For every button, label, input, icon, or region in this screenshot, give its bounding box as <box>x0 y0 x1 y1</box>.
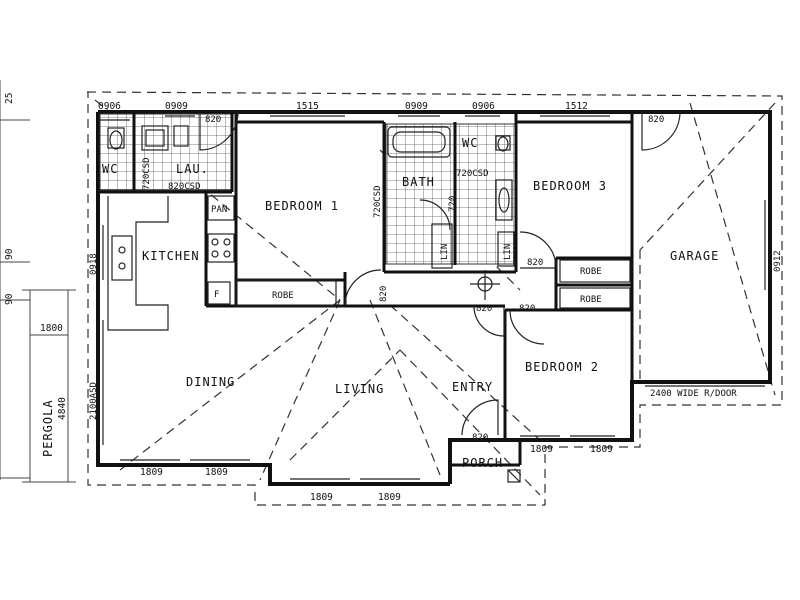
dim-csd-720-wc2: 720CSD <box>456 169 489 179</box>
label-fridge: F <box>214 290 219 300</box>
dim-bot-1809-e: 1809 <box>530 444 553 455</box>
dim-csd-720-bath: 720CSD <box>373 185 383 218</box>
label-entry: ENTRY <box>452 380 493 394</box>
dim-csd-720-a: 720CSD <box>142 157 152 190</box>
pergola-dimension-frame <box>0 80 76 483</box>
room-labels: WC LAU. KITCHEN PAN F BEDROOM 1 ROBE BAT… <box>41 136 719 470</box>
dim-pergola-1800: 1800 <box>40 323 63 334</box>
dim-csd-820-lau: 820CSD <box>168 182 201 192</box>
label-pantry: PAN <box>211 205 227 215</box>
label-bedroom-1: BEDROOM 1 <box>265 199 339 213</box>
dim-door-820-entry: 820 <box>472 433 488 443</box>
label-porch: PORCH <box>462 456 503 470</box>
label-linen-1: LIN <box>440 244 450 260</box>
kitchen-bench <box>107 195 235 331</box>
dim-bot-1809-b: 1809 <box>205 467 228 478</box>
exterior-walls <box>96 110 772 486</box>
roof-outline <box>86 91 783 506</box>
windows <box>100 115 766 480</box>
dimension-labels: 0906 0909 1515 0909 0906 1512 820 820 72… <box>4 93 783 503</box>
label-robe-1: ROBE <box>272 291 294 301</box>
dim-win-0918: 0918 <box>89 253 99 275</box>
dim-edge-25: 25 <box>4 93 15 104</box>
laundry-wc-tiles <box>99 113 233 191</box>
dim-door-820-garage: 820 <box>648 115 664 125</box>
dim-top-1512: 1512 <box>565 101 588 112</box>
dim-door-820-wc: 820 <box>205 115 221 125</box>
dim-door-820-b2: 820 <box>519 304 535 314</box>
label-bedroom-3: BEDROOM 3 <box>533 179 607 193</box>
dim-win-0912: 0912 <box>773 250 783 272</box>
label-wc-2: WC <box>462 136 478 150</box>
dim-top-0909-a: 0909 <box>165 101 188 112</box>
dim-bath-720: 720 <box>448 196 458 212</box>
dim-bot-1809-a: 1809 <box>140 467 163 478</box>
dim-pergola-4840: 4840 <box>57 397 68 420</box>
dim-top-0906-b: 0906 <box>472 101 495 112</box>
dim-top-0906-a: 0906 <box>98 101 121 112</box>
dim-door-820-hall: 820 <box>476 304 492 314</box>
dim-bot-1809-d: 1809 <box>378 492 401 503</box>
dim-edge-90-a: 90 <box>4 248 15 260</box>
bath-wc-tiles <box>385 123 517 265</box>
dim-door-820-b3: 820 <box>527 258 543 268</box>
label-robe-2: ROBE <box>580 295 602 305</box>
label-kitchen: KITCHEN <box>142 249 200 263</box>
dim-edge-90-b: 90 <box>4 293 15 305</box>
dim-door-820-b1: 820 <box>379 286 389 302</box>
label-robe-3: ROBE <box>580 267 602 277</box>
label-bath: BATH <box>402 175 435 189</box>
dim-win-2100asd: 2100ASD <box>89 382 99 420</box>
label-living: LIVING <box>335 382 384 396</box>
door-swings <box>199 111 681 436</box>
dim-bot-1809-c: 1809 <box>310 492 333 503</box>
dim-bot-1809-f: 1809 <box>590 444 613 455</box>
label-pergola: PERGOLA <box>41 399 55 457</box>
label-bedroom-2: BEDROOM 2 <box>525 360 599 374</box>
dim-rdoor: 2400 WIDE R/DOOR <box>650 389 737 399</box>
label-wc: WC <box>102 162 118 176</box>
label-garage: GARAGE <box>670 249 719 263</box>
label-laundry: LAU. <box>176 162 209 176</box>
label-linen-2: LIN <box>503 244 513 260</box>
dim-top-0909-b: 0909 <box>405 101 428 112</box>
dim-top-1515: 1515 <box>296 101 319 112</box>
fixtures <box>107 125 631 483</box>
label-dining: DINING <box>186 375 235 389</box>
